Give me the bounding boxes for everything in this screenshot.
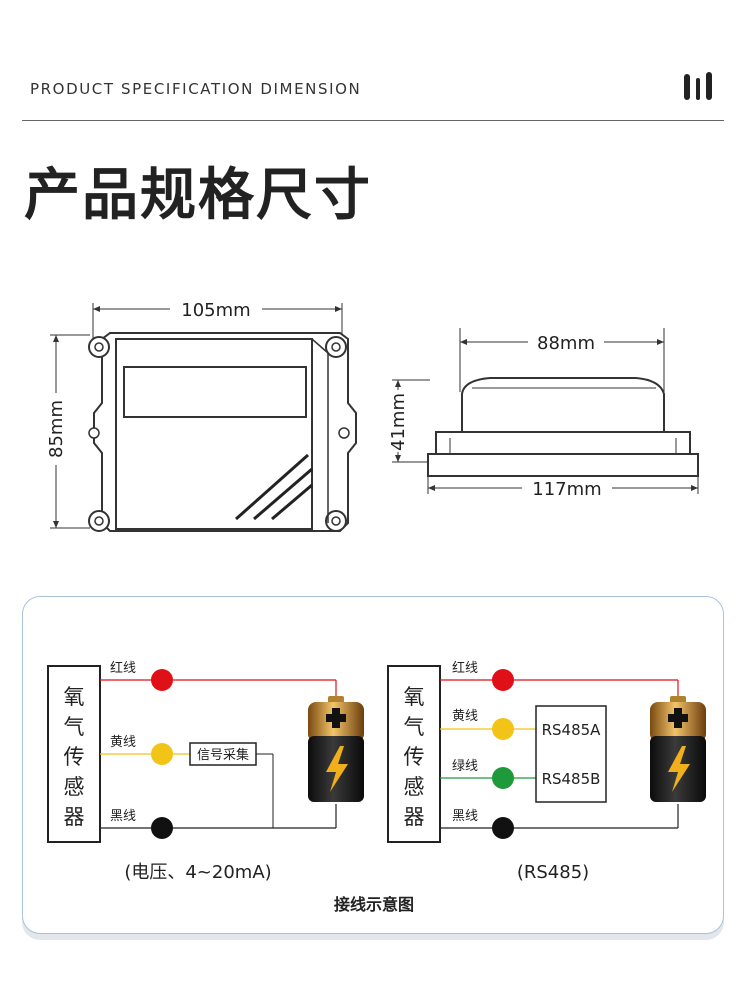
brand-logo-icon [684, 72, 716, 106]
wiring-caption: 接线示意图 [334, 895, 414, 914]
page-title: 产品规格尺寸 [24, 163, 372, 228]
side-bottom-label: 117mm [532, 479, 601, 500]
wiring-panel [22, 596, 724, 934]
signal-box-label: 信号采集 [197, 747, 249, 763]
sensor-char: 气 [404, 715, 425, 739]
sensor-char: 感 [404, 775, 425, 799]
sensor-char: 气 [64, 715, 85, 739]
header-title-en: PRODUCT SPECIFICATION DIMENSION [30, 80, 362, 98]
wire-label-red: 红线 [452, 660, 478, 676]
wiring-right: 氧 气 传 感 器 红线 黄线 绿线 RS485A RS485B 黑线 [387, 660, 706, 883]
sensor-char: 感 [64, 775, 85, 799]
terminal-black [492, 817, 514, 839]
wire-label-red: 红线 [110, 660, 136, 676]
wiring-diagram: 氧 气 传 感 器 红线 黄线 信号采集 黑线 (电压、4~20 [47, 660, 706, 914]
battery-icon [308, 696, 364, 802]
rs485a-label: RS485A [542, 721, 602, 739]
sensor-box-right [387, 665, 441, 843]
terminal-green [492, 767, 514, 789]
mode-label-left: (电压、4~20mA) [124, 862, 271, 883]
terminal-yellow [151, 743, 173, 765]
front-height-label: 85mm [46, 400, 67, 458]
wire-label-yellow: 黄线 [110, 735, 136, 750]
front-view-drawing: 105mm 85mm [46, 300, 357, 532]
sensor-char: 传 [64, 745, 85, 769]
mode-label-right: (RS485) [517, 862, 589, 883]
header-divider [22, 120, 724, 121]
sensor-char: 器 [64, 805, 85, 829]
terminal-black [151, 817, 173, 839]
front-width-label: 105mm [181, 300, 250, 321]
battery-icon [650, 696, 706, 802]
sensor-char: 氧 [404, 685, 425, 709]
side-height-label: 41mm [388, 393, 409, 451]
wire-label-yellow: 黄线 [452, 709, 478, 724]
wire-label-black: 黑线 [110, 809, 136, 824]
sensor-char: 传 [404, 745, 425, 769]
side-top-label: 88mm [537, 333, 595, 354]
rs485-box [535, 705, 607, 803]
terminal-yellow [492, 718, 514, 740]
sensor-char: 器 [404, 805, 425, 829]
wire-label-black: 黑线 [452, 809, 478, 824]
wire-label-green: 绿线 [452, 759, 478, 774]
terminal-red [492, 669, 514, 691]
side-view-drawing: 88mm 41mm 117mm [388, 328, 699, 500]
terminal-red [151, 669, 173, 691]
sensor-char: 氧 [64, 685, 85, 709]
wiring-left: 氧 气 传 感 器 红线 黄线 信号采集 黑线 (电压、4~20 [47, 660, 364, 883]
rs485b-label: RS485B [542, 770, 601, 788]
